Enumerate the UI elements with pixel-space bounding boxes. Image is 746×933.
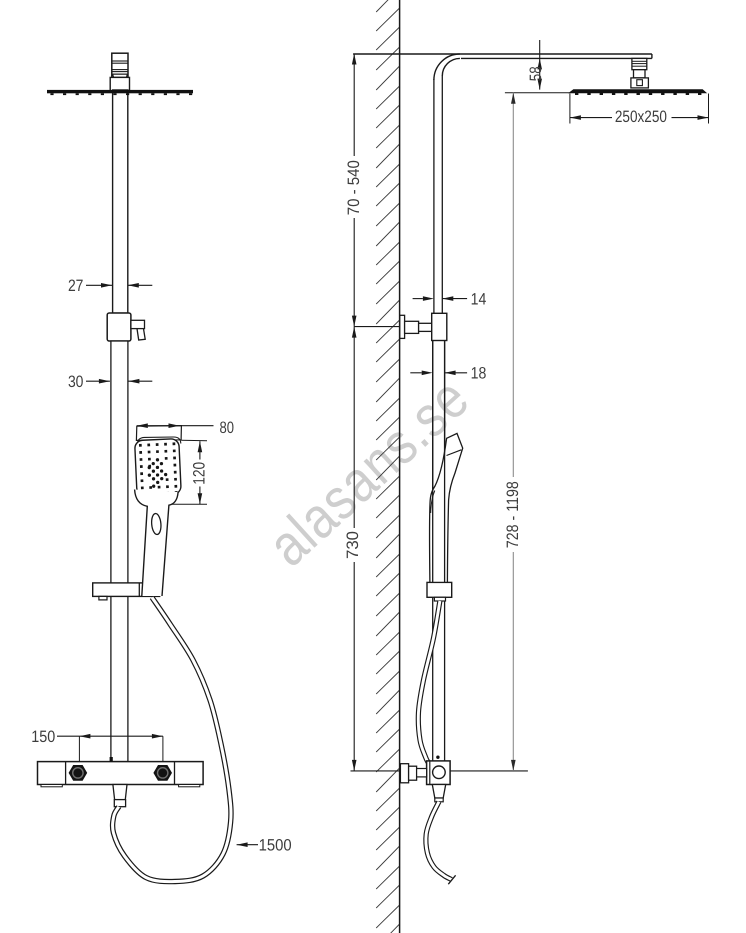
svg-text:150: 150 (31, 728, 55, 746)
svg-text:30: 30 (68, 373, 84, 391)
svg-text:70 - 540: 70 - 540 (345, 160, 363, 215)
svg-text:728 - 1198: 728 - 1198 (504, 481, 522, 548)
svg-text:58: 58 (527, 66, 545, 81)
svg-text:80: 80 (220, 419, 235, 437)
svg-text:730: 730 (344, 531, 362, 559)
svg-text:1500: 1500 (259, 836, 292, 854)
svg-text:18: 18 (471, 365, 487, 383)
svg-text:27: 27 (68, 277, 84, 295)
svg-text:14: 14 (471, 290, 487, 308)
svg-text:250x250: 250x250 (615, 108, 667, 126)
svg-text:120: 120 (191, 462, 209, 485)
